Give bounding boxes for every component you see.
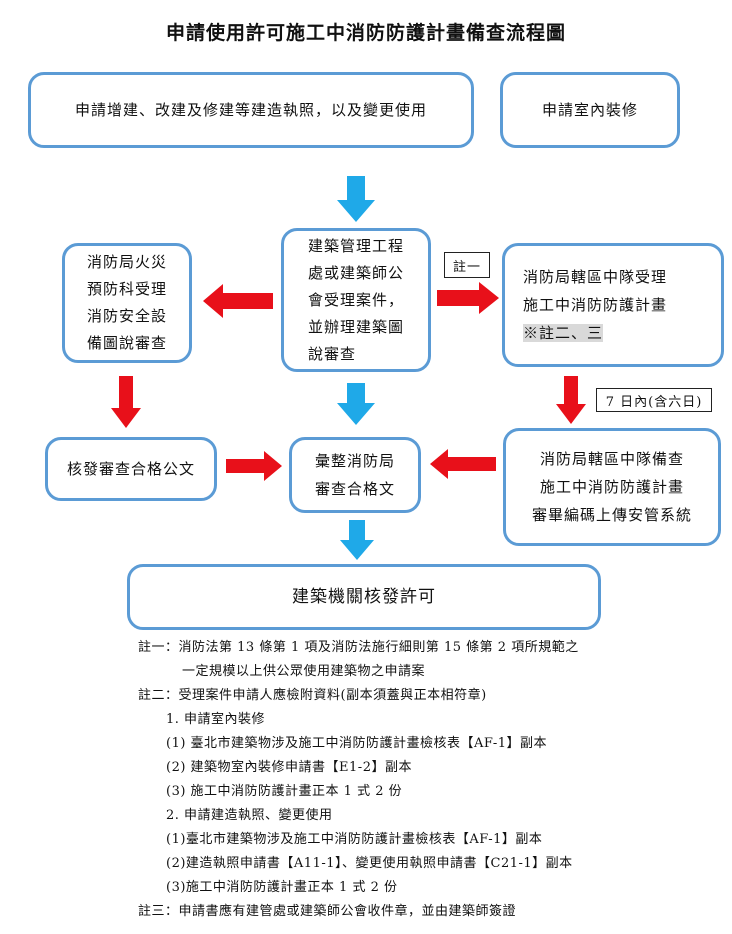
note-item: 1. 申請室內裝修 [166,712,266,727]
squad-record-line-2: 施工中消防防護計畫 [539,478,684,496]
box-apply-building-permit: 申請增建、改建及修建等建造執照，以及變更使用 [28,72,474,148]
note-item: (2) 建築物室內裝修申請書【E1-2】副本 [166,760,412,775]
squad-record-line-1: 消防局轄區中隊備查 [539,450,684,468]
compile-line-2: 審查合格文 [314,480,395,498]
fire-prevention-line-1: 消防局火災 [86,253,167,271]
squad-accept-note-ref: ※註二、三 [523,324,604,342]
arrow-down-to-issue-document [111,376,141,428]
building-office-line-5: 說審查 [307,344,356,363]
building-office-line-4: 並辦理建築圖 [307,317,404,336]
box-squad-accept-plan: 消防局轄區中隊受理 施工中消防防護計畫 ※註二、三 [502,243,724,367]
arrow-right-to-compile [226,451,282,481]
note-three-line-1: 申請書應有建管處或建築師公會收件章，並由建築師簽證 [178,904,517,919]
box-apply-building-permit-text: 申請增建、改建及修建等建造執照，以及變更使用 [74,101,427,119]
note-one: 註一：消防法第 13 條第 1 項及消防法施行細則第 15 條第 2 項所規範之 [138,636,718,660]
notes-section: 註一：消防法第 13 條第 1 項及消防法施行細則第 15 條第 2 項所規範之… [138,636,718,924]
note-one-line-2: 一定規模以上供公眾使用建築物之申請案 [182,664,426,679]
fire-prevention-line-3: 消防安全設 [86,307,167,325]
arrow-down-to-compile [337,383,375,425]
fire-prevention-line-2: 預防科受理 [86,280,167,298]
note-item: (1)臺北市建築物涉及施工中消防防護計畫檢核表【AF-1】副本 [166,832,543,847]
building-office-line-1: 建築管理工程 [307,236,404,255]
arrow-down-to-building-office [337,176,375,222]
note-two: 註二：受理案件申請人應檢附資料(副本須蓋與正本相符章) [138,684,718,708]
arrow-down-to-permit [340,520,374,560]
squad-accept-line-1: 消防局轄區中隊受理 [523,268,668,286]
fire-prevention-line-4: 備圖說審查 [86,334,167,352]
note-three-label: 註三： [138,904,179,919]
tag-note-one-text: 註一 [452,259,481,275]
tag-seven-days: 7 日內(含六日) [596,388,712,412]
note-item: (3) 施工中消防防護計畫正本 1 式 2 份 [166,784,403,799]
tag-note-one: 註一 [444,252,490,278]
box-compile-approval: 彙整消防局 審查合格文 [289,437,421,513]
arrow-down-to-squad-record [556,376,586,424]
building-office-line-3: 會受理案件， [307,290,404,309]
note-one-label: 註一： [138,640,179,655]
squad-record-line-3: 審畢編碼上傳安管系統 [531,506,692,524]
box-issue-approval-document: 核發審查合格公文 [45,437,217,501]
box-apply-interior-decoration: 申請室內裝修 [500,72,680,148]
issue-document-text: 核發審查合格公文 [66,460,195,478]
note-two-line-1: 受理案件申請人應檢附資料(副本須蓋與正本相符章) [178,688,487,703]
arrow-left-to-compile [430,449,496,479]
tag-seven-days-text: 7 日內(含六日) [605,394,703,410]
building-office-line-2: 處或建築師公 [307,263,404,282]
note-item: 2. 申請建造執照、變更使用 [166,808,333,823]
note-two-label: 註二： [138,688,179,703]
note-item: (2)建造執照申請書【A11-1】、變更使用執照申請書【C21-1】副本 [166,856,573,871]
arrow-right-to-squad-accept [437,282,499,314]
box-building-authority-permit: 建築機關核發許可 [127,564,601,630]
note-one-line-1: 消防法第 13 條第 1 項及消防法施行細則第 15 條第 2 項所規範之 [178,640,579,655]
arrow-left-to-fire-prevention [203,284,273,318]
box-apply-interior-text: 申請室內裝修 [541,101,638,119]
permit-text: 建築機關核發許可 [292,587,436,607]
compile-line-1: 彙整消防局 [314,452,395,470]
note-three: 註三：申請書應有建管處或建築師公會收件章，並由建築師簽證 [138,900,718,924]
box-building-management-office: 建築管理工程 處或建築師公 會受理案件， 並辦理建築圖 說審查 [281,228,431,372]
page-title: 申請使用許可施工中消防防護計畫備查流程圖 [165,22,566,44]
note-item: (1) 臺北市建築物涉及施工中消防防護計畫檢核表【AF-1】副本 [166,736,548,751]
note-item: (3)施工中消防防護計畫正本 1 式 2 份 [166,880,398,895]
squad-accept-line-2: 施工中消防防護計畫 [523,296,668,314]
box-fire-prevention-review: 消防局火災 預防科受理 消防安全設 備圖說審查 [62,243,192,363]
box-squad-record-plan: 消防局轄區中隊備查 施工中消防防護計畫 審畢編碼上傳安管系統 [503,428,721,546]
